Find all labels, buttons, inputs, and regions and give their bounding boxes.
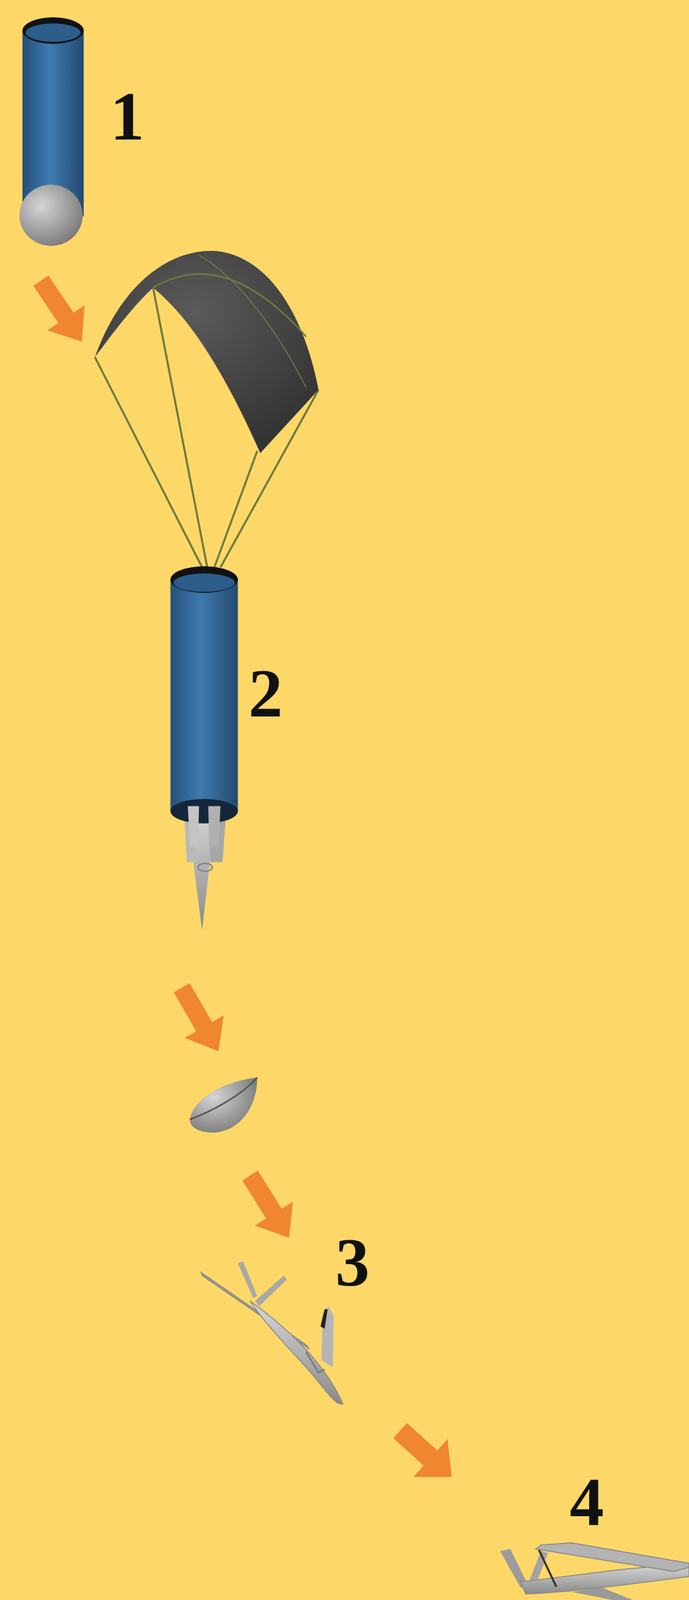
callout-number: 1: [110, 81, 145, 151]
callout-number: 4: [569, 1467, 604, 1537]
nose-cap: [189, 1077, 257, 1133]
callout-number: 2: [248, 659, 283, 728]
callout-number: 3: [335, 1228, 370, 1297]
glider: [201, 1261, 344, 1405]
canister: [170, 566, 239, 931]
glider: [499, 1543, 689, 1600]
sequence-arrows: [22, 268, 469, 1497]
canister: [19, 17, 84, 246]
parachute: [94, 250, 319, 568]
